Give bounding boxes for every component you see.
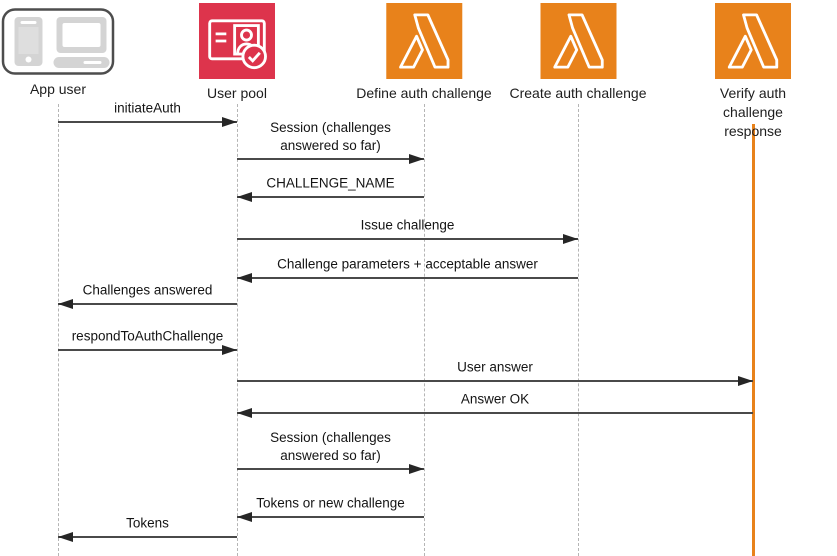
lifeline-verify-auth-challenge-response <box>752 124 755 556</box>
message-label-6: respondToAuthChallenge <box>71 328 224 344</box>
message-label-5: Challenges answered <box>82 282 213 298</box>
lifeline-define-auth-challenge <box>424 104 425 556</box>
actor-app-user: App user <box>1 0 115 99</box>
lifeline-app-user <box>58 104 59 556</box>
actor-label-verify-auth-challenge-response: Verify auth challenge response <box>719 85 787 139</box>
message-arrowhead-6 <box>222 345 237 355</box>
message-arrowhead-3 <box>563 234 578 244</box>
lifeline-create-auth-challenge <box>578 104 579 556</box>
actor-user-pool: User pool <box>198 0 276 103</box>
message-label-3: Issue challenge <box>360 217 455 233</box>
message-line-8 <box>237 412 753 414</box>
user-pool-icon <box>199 3 275 79</box>
message-arrowhead-7 <box>738 376 753 386</box>
message-line-7 <box>237 380 753 382</box>
message-label-9: Session (challenges answered so far) <box>270 429 391 463</box>
message-line-6 <box>58 349 237 351</box>
message-line-5 <box>58 303 237 305</box>
message-line-11 <box>58 536 237 538</box>
message-line-9 <box>237 468 424 470</box>
actor-create-auth-challenge: Create auth challenge <box>510 0 647 103</box>
message-line-3 <box>237 238 578 240</box>
devices-icon <box>1 8 115 75</box>
message-label-11: Tokens <box>126 515 169 531</box>
message-arrowhead-9 <box>409 464 424 474</box>
message-arrowhead-2 <box>237 192 252 202</box>
message-arrowhead-4 <box>237 273 252 283</box>
message-label-4: Challenge parameters + acceptable answer <box>277 256 538 272</box>
message-line-4 <box>237 277 578 279</box>
lambda-icon <box>715 3 791 79</box>
message-label-1: Session (challenges answered so far) <box>270 119 391 153</box>
actor-verify-auth-challenge-response: Verify auth challenge response <box>711 0 795 141</box>
message-arrowhead-1 <box>409 154 424 164</box>
lifeline-user-pool <box>237 104 238 556</box>
message-label-0: initiateAuth <box>114 100 181 116</box>
message-line-2 <box>237 196 424 198</box>
message-arrowhead-10 <box>237 512 252 522</box>
message-line-10 <box>237 516 424 518</box>
actor-label-define-auth-challenge: Define auth challenge <box>356 85 492 101</box>
actor-label-user-pool: User pool <box>207 85 267 101</box>
actor-label-create-auth-challenge: Create auth challenge <box>509 85 647 101</box>
message-arrowhead-8 <box>237 408 252 418</box>
message-arrowhead-11 <box>58 532 73 542</box>
lambda-icon <box>386 3 462 79</box>
message-label-10: Tokens or new challenge <box>256 495 405 511</box>
message-label-8: Answer OK <box>460 391 530 407</box>
message-arrowhead-0 <box>222 117 237 127</box>
actor-label-app-user: App user <box>29 81 87 97</box>
message-line-1 <box>237 158 424 160</box>
actor-define-auth-challenge: Define auth challenge <box>356 0 492 103</box>
message-arrowhead-5 <box>58 299 73 309</box>
message-label-2: CHALLENGE_NAME <box>266 175 395 191</box>
lambda-icon <box>540 3 616 79</box>
message-line-0 <box>58 121 237 123</box>
message-label-7: User answer <box>457 359 533 375</box>
